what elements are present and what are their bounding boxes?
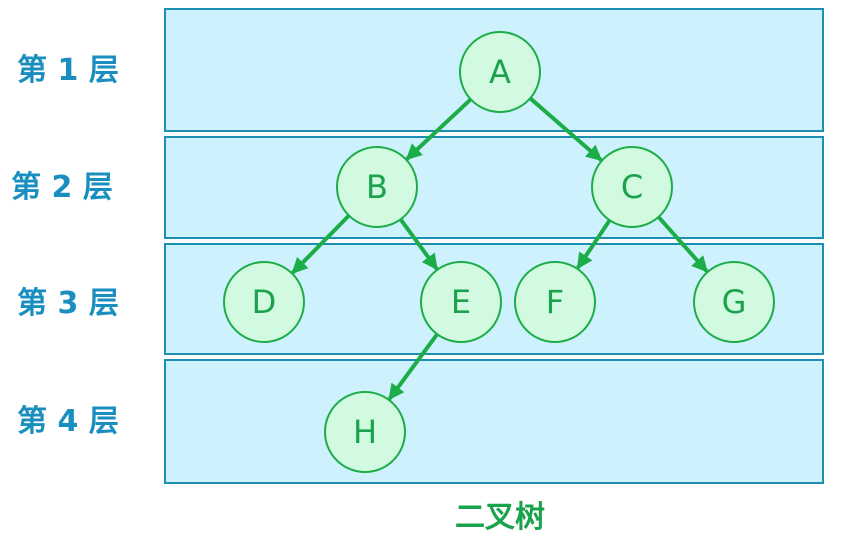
node-label-h: H	[353, 413, 377, 451]
node-label-d: D	[252, 283, 277, 321]
node-label-g: G	[722, 283, 747, 321]
edge-e-h	[387, 333, 439, 401]
edge-b-d	[291, 214, 351, 275]
tree-node-a: A	[459, 31, 541, 113]
tree-node-h: H	[324, 391, 406, 473]
level-label-1: 第 1 层	[17, 53, 119, 88]
edge-c-g	[657, 215, 709, 273]
tree-node-f: F	[514, 261, 596, 343]
level-label-3: 第 3 层	[17, 286, 119, 321]
tree-edges	[291, 96, 709, 401]
edge-a-b	[405, 97, 473, 161]
edge-c-f	[576, 219, 612, 270]
node-label-a: A	[489, 53, 511, 91]
level-label-2: 第 2 层	[11, 170, 113, 205]
level-labels: 第 1 层 第 2 层 第 3 层 第 4 层	[11, 53, 119, 439]
level-band-4	[164, 359, 824, 484]
tree-node-c: C	[591, 146, 673, 228]
node-label-e: E	[451, 283, 471, 321]
tree-node-g: G	[693, 261, 775, 343]
level-band-2	[164, 136, 824, 239]
edge-a-c	[528, 96, 603, 162]
tree-node-b: B	[336, 146, 418, 228]
node-label-b: B	[366, 168, 388, 206]
node-label-c: C	[621, 168, 643, 206]
tree-node-d: D	[223, 261, 305, 343]
tree-node-e: E	[420, 261, 502, 343]
diagram-caption: 二叉树	[455, 500, 545, 535]
tree-nodes: A B C D E F G H	[223, 31, 775, 473]
node-label-f: F	[546, 283, 564, 321]
level-label-4: 第 4 层	[17, 404, 119, 439]
edge-b-e	[398, 218, 439, 271]
